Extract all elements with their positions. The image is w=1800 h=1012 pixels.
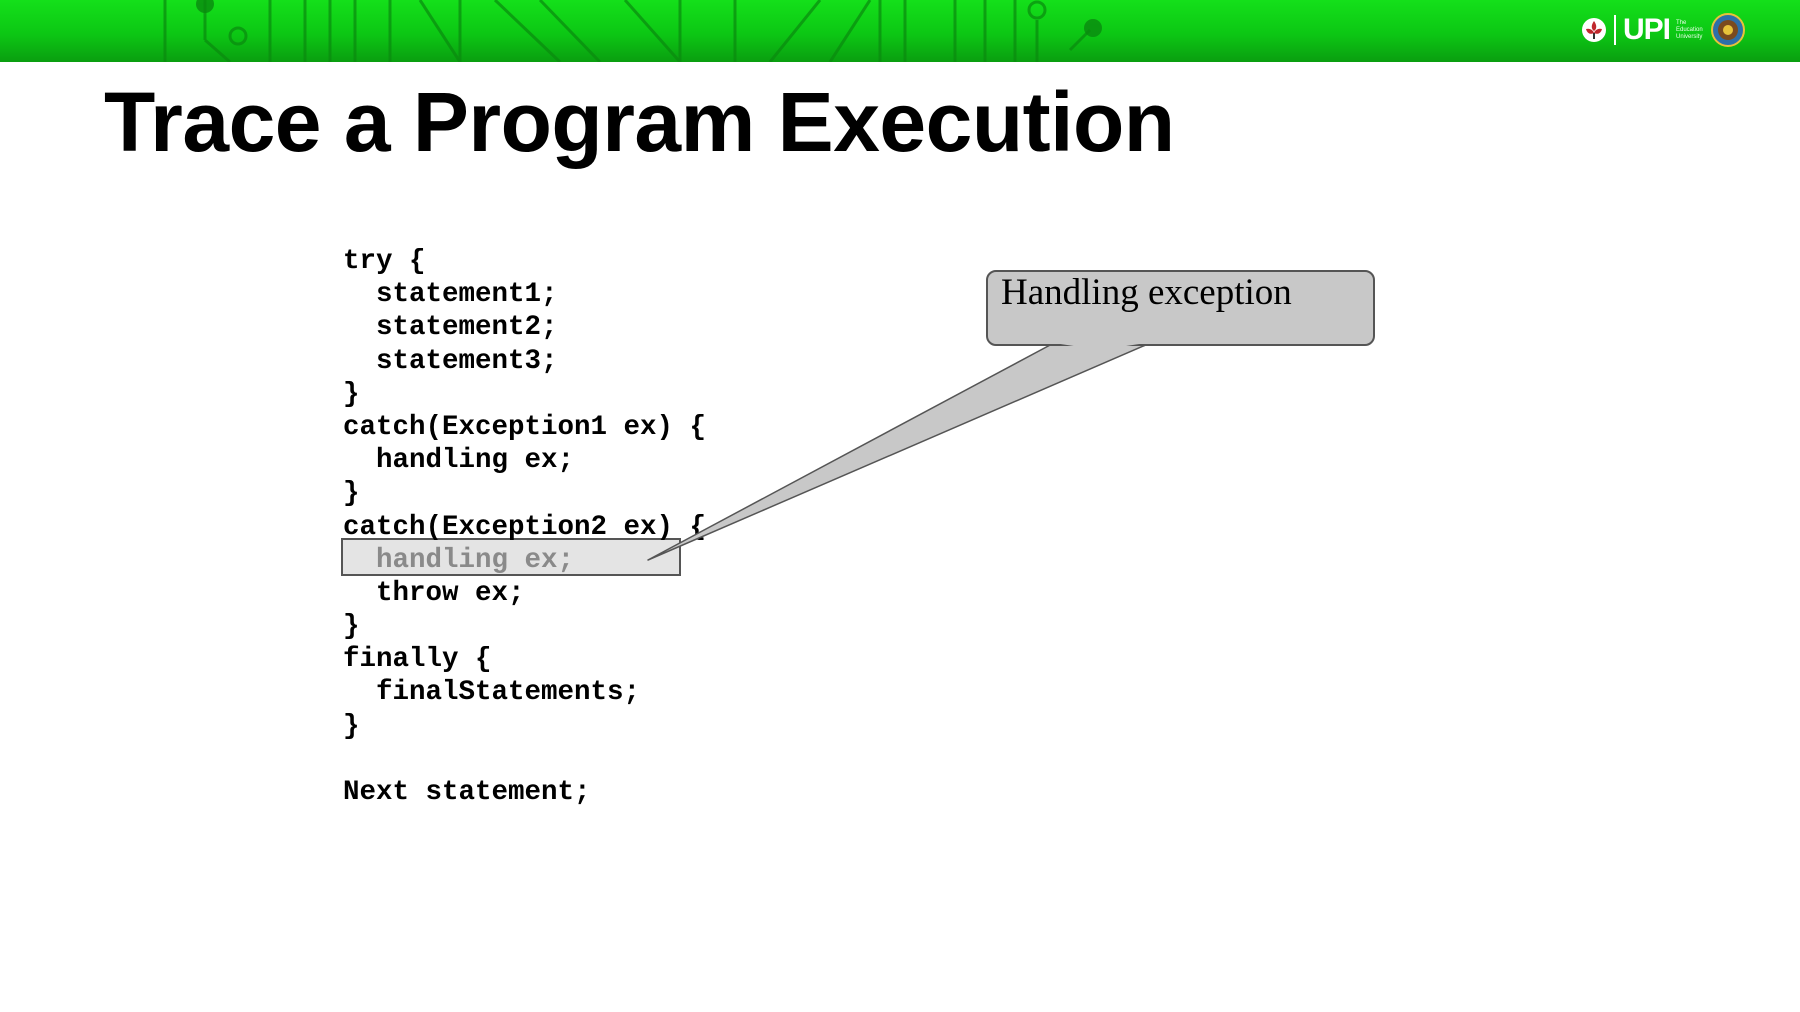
code-line: catch(Exception1 ex) { bbox=[343, 411, 707, 443]
code-line: statement2; bbox=[343, 312, 558, 344]
logo-divider bbox=[1613, 15, 1616, 45]
university-seal-icon bbox=[1711, 13, 1745, 47]
code-line: handling ex; bbox=[343, 445, 575, 477]
code-line: } bbox=[343, 378, 360, 410]
upi-logo-text: UPI bbox=[1622, 13, 1671, 46]
code-line bbox=[343, 743, 706, 776]
code-line: } bbox=[343, 611, 360, 643]
code-block: try { statement1; statement2; statement3… bbox=[343, 245, 706, 809]
callout-pointer bbox=[647, 343, 1149, 561]
circuit-pattern bbox=[163, 0, 1102, 62]
code-line: } bbox=[343, 710, 360, 742]
code-line: throw ex; bbox=[343, 577, 525, 609]
callout-text: Handling exception bbox=[1001, 272, 1292, 313]
code-line: finalStatements; bbox=[343, 677, 641, 709]
header-bar: UPI The Education University bbox=[0, 0, 1800, 62]
code-line: finally { bbox=[343, 644, 492, 676]
tagline-line: Education bbox=[1676, 26, 1703, 33]
code-line: catch(Exception2 ex) { bbox=[343, 511, 707, 543]
code-line: try { bbox=[343, 246, 426, 277]
code-line: Next statement; bbox=[343, 777, 591, 808]
tagline-line: University bbox=[1676, 33, 1703, 40]
code-line: statement1; bbox=[343, 279, 558, 311]
upi-tagline: The Education University bbox=[1676, 20, 1710, 41]
upi-logo: UPI The Education University bbox=[1581, 12, 1710, 48]
code-line: statement3; bbox=[343, 345, 558, 377]
code-line: } bbox=[343, 478, 360, 510]
tagline-line: The bbox=[1676, 19, 1687, 26]
page-title: Trace a Program Execution bbox=[104, 75, 1175, 169]
code-line-highlighted: handling ex; bbox=[343, 544, 575, 576]
upi-flower-icon bbox=[1581, 18, 1606, 42]
